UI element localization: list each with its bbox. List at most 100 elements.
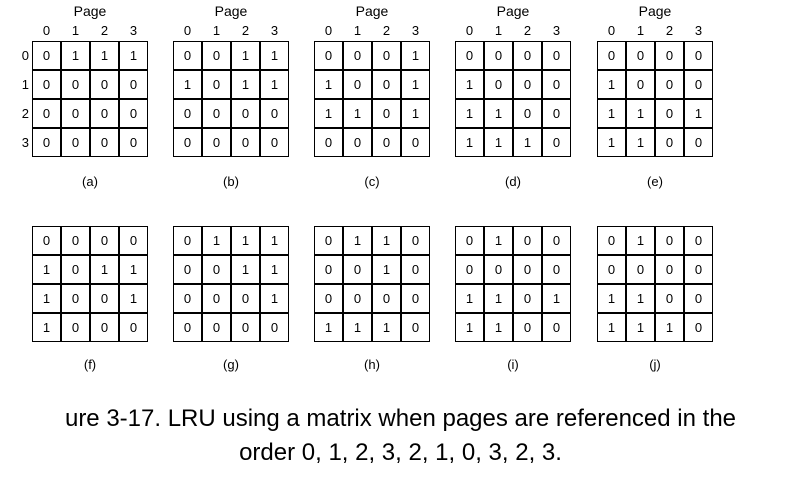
row-header: 3 [21, 135, 29, 150]
matrix-cell: 1 [597, 284, 626, 313]
matrix-cell: 0 [401, 128, 430, 157]
matrix-cell: 1 [455, 313, 484, 342]
column-header: 0 [465, 23, 474, 38]
matrix-cell: 0 [684, 255, 713, 284]
matrix-cell: 0 [655, 255, 684, 284]
matrix-cell: 1 [231, 41, 260, 70]
column-header: 3 [552, 23, 561, 38]
matrix-cell: 1 [626, 128, 655, 157]
matrix-cell: 0 [314, 255, 343, 284]
matrix-cell: 0 [173, 313, 202, 342]
page-axis-title: Page [355, 3, 389, 19]
matrix-cell: 1 [455, 70, 484, 99]
row-header: 0 [21, 48, 29, 63]
matrix-cell: 0 [542, 41, 571, 70]
matrix-cell: 0 [231, 313, 260, 342]
matrix-cell: 0 [484, 41, 513, 70]
matrix-cell: 0 [61, 70, 90, 99]
matrix-cell: 1 [314, 99, 343, 128]
matrix-cell: 0 [626, 255, 655, 284]
column-header: 1 [494, 23, 503, 38]
matrix-cell: 0 [626, 70, 655, 99]
matrix-cell: 1 [597, 128, 626, 157]
matrix-cell: 0 [119, 70, 148, 99]
matrix-cell: 0 [173, 255, 202, 284]
column-header: 2 [382, 23, 391, 38]
row-header: 2 [21, 106, 29, 121]
matrix-cell: 0 [597, 255, 626, 284]
matrix-cell: 1 [90, 41, 119, 70]
matrix-cell: 0 [343, 255, 372, 284]
matrix-cell: 1 [597, 99, 626, 128]
column-header: 1 [212, 23, 221, 38]
matrix-cell: 0 [61, 99, 90, 128]
matrix-cell: 1 [484, 313, 513, 342]
column-header: 1 [353, 23, 362, 38]
matrix-cell: 0 [202, 255, 231, 284]
matrix-cell: 1 [401, 41, 430, 70]
matrix-cell: 1 [455, 128, 484, 157]
figure-caption-line-2: order 0, 1, 2, 3, 2, 1, 0, 3, 2, 3. [239, 439, 562, 466]
matrix-label: (e) [647, 174, 663, 189]
matrix-cell: 0 [372, 99, 401, 128]
matrix-cell: 1 [202, 226, 231, 255]
matrix-cell: 1 [260, 255, 289, 284]
matrix-cell: 0 [119, 99, 148, 128]
matrix-cell: 0 [260, 128, 289, 157]
matrix-cell: 0 [202, 128, 231, 157]
matrix-cell: 1 [626, 313, 655, 342]
matrix-cell: 1 [260, 70, 289, 99]
matrix-cell: 0 [314, 226, 343, 255]
matrix-cell: 0 [597, 41, 626, 70]
matrix-cell: 0 [655, 284, 684, 313]
matrix-cell: 0 [684, 226, 713, 255]
matrix-cell: 1 [484, 99, 513, 128]
matrix-cell: 0 [202, 284, 231, 313]
matrix-cell: 0 [314, 284, 343, 313]
matrix-cell: 0 [513, 70, 542, 99]
matrix-cell: 0 [372, 70, 401, 99]
matrix-cell: 1 [119, 41, 148, 70]
matrix-cell: 0 [202, 99, 231, 128]
column-header: 1 [71, 23, 80, 38]
matrix-cell: 0 [655, 41, 684, 70]
matrix-cell: 0 [173, 226, 202, 255]
matrix-cell: 1 [119, 284, 148, 313]
column-header: 0 [42, 23, 51, 38]
matrix-cell: 0 [372, 41, 401, 70]
matrix-cell: 1 [260, 41, 289, 70]
matrix-cell: 0 [61, 226, 90, 255]
matrix-cell: 1 [314, 313, 343, 342]
column-header: 2 [523, 23, 532, 38]
matrix-cell: 0 [231, 99, 260, 128]
matrix-cell: 1 [484, 226, 513, 255]
matrix-cell: 0 [542, 70, 571, 99]
matrix-cell: 0 [513, 41, 542, 70]
matrix-cell: 0 [513, 255, 542, 284]
matrix-cell: 0 [513, 99, 542, 128]
matrix-cell: 0 [655, 70, 684, 99]
matrix-cell: 1 [401, 70, 430, 99]
matrix-label: (h) [364, 357, 380, 372]
page-axis-title: Page [214, 3, 248, 19]
matrix-cell: 0 [32, 226, 61, 255]
matrix-label: (a) [82, 174, 98, 189]
matrix-cell: 1 [260, 226, 289, 255]
column-header: 3 [129, 23, 138, 38]
matrix-cell: 1 [484, 128, 513, 157]
figure-caption-line-1: ure 3-17. LRU using a matrix when pages … [64, 405, 737, 432]
matrix-cell: 1 [343, 226, 372, 255]
matrix-cell: 0 [401, 226, 430, 255]
matrix-cell: 0 [343, 70, 372, 99]
matrix-cell: 0 [684, 313, 713, 342]
matrix-cell: 0 [90, 128, 119, 157]
matrix-cell: 0 [90, 284, 119, 313]
matrix-cell: 0 [513, 284, 542, 313]
matrix-label: (c) [364, 174, 380, 189]
column-header: 2 [241, 23, 250, 38]
